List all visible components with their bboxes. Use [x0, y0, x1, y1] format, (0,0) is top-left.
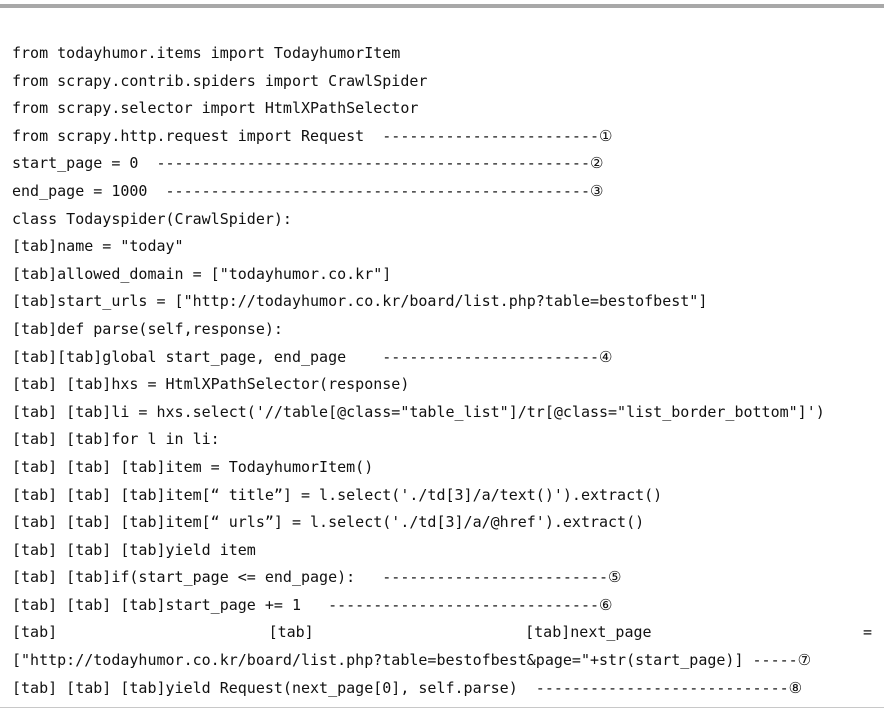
code-line: [tab] [tab] [tab]yield item [12, 540, 256, 559]
bottom-border-rule [0, 707, 884, 708]
code-line: start_page = 0 -------------------------… [12, 154, 604, 173]
code-line: [tab] [tab]if(start_page <= end_page): -… [12, 568, 622, 587]
code-listing: from todayhumor.items import TodayhumorI… [12, 43, 872, 705]
code-token: [tab] [12, 623, 58, 642]
code-line: from scrapy.selector import HtmlXPathSel… [12, 99, 419, 118]
code-line: from todayhumor.items import TodayhumorI… [12, 44, 401, 62]
code-line: [tab]allowed_domain = ["todayhumor.co.kr… [12, 264, 392, 283]
code-line: [tab] [tab] [tab]yield Request(next_page… [12, 678, 803, 697]
code-line: [tab] [tab] [tab]item[“ urls”] = l.selec… [12, 513, 645, 532]
code-line: [tab]def parse(self,response): [12, 319, 283, 338]
code-line: end_page = 1000 ------------------------… [12, 181, 604, 200]
code-line: [tab] [tab]li = hxs.select('//table[@cla… [12, 402, 825, 421]
code-line: [tab]name = "today" [12, 237, 184, 256]
code-line: from scrapy.http.request import Request … [12, 126, 613, 145]
code-line: [tab][tab]global start_page, end_page --… [12, 347, 613, 366]
code-token: [tab]next_page [525, 623, 652, 642]
code-line-justified: [tab] [tab] [tab]next_page = [12, 622, 872, 650]
code-line: [tab] [tab] [tab]item = TodayhumorItem() [12, 457, 374, 476]
code-token: [tab] [268, 623, 314, 642]
code-line: ["http://todayhumor.co.kr/board/list.php… [12, 651, 812, 670]
code-line: [tab] [tab] [tab]start_page += 1 -------… [12, 595, 613, 614]
code-line: [tab] [tab]for l in li: [12, 430, 220, 449]
code-line: [tab] [tab]hxs = HtmlXPathSelector(respo… [12, 375, 410, 394]
top-border-rule [0, 4, 884, 8]
code-line: class Todayspider(CrawlSpider): [12, 209, 292, 228]
code-line: from scrapy.contrib.spiders import Crawl… [12, 71, 428, 90]
code-line: [tab] [tab] [tab]item[“ title”] = l.sele… [12, 485, 663, 504]
code-token: = [862, 623, 872, 642]
code-line: [tab]start_urls = ["http://todayhumor.co… [12, 292, 708, 311]
